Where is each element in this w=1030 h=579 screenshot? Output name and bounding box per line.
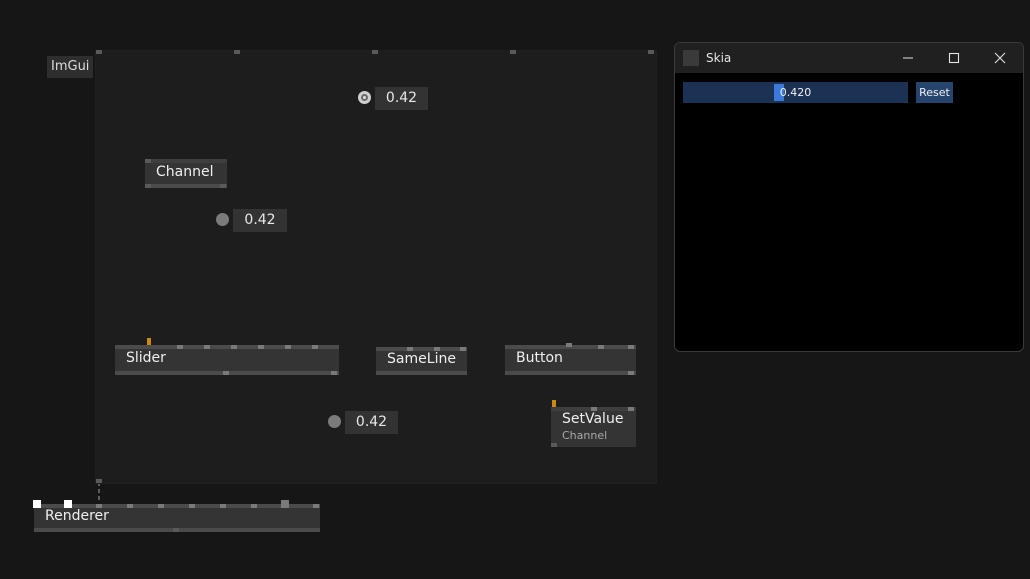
node-pin[interactable] xyxy=(204,345,210,349)
node-pin[interactable] xyxy=(145,159,151,163)
node-pin[interactable] xyxy=(220,504,226,508)
node-pin[interactable] xyxy=(258,345,264,349)
reset-button[interactable]: Reset xyxy=(916,82,953,103)
node-pin-selected[interactable] xyxy=(64,500,72,508)
node-pin[interactable] xyxy=(460,347,466,351)
value-slider[interactable]: 0.420 xyxy=(683,82,908,103)
node-pin[interactable] xyxy=(96,504,102,508)
node-pin[interactable] xyxy=(331,371,337,375)
iobox-channel-value[interactable]: 0.42 xyxy=(233,209,287,232)
node-pin[interactable] xyxy=(177,345,183,349)
node-pin[interactable] xyxy=(281,500,289,508)
node-pin[interactable] xyxy=(189,504,195,508)
node-pin[interactable] xyxy=(591,407,597,411)
node-pin-selected[interactable] xyxy=(33,500,41,508)
node-pin[interactable] xyxy=(551,443,557,447)
node-pin[interactable] xyxy=(220,184,226,188)
node-pin[interactable] xyxy=(628,345,634,349)
minimize-icon xyxy=(903,57,913,59)
node-sameline-title: SameLine xyxy=(387,351,456,367)
node-channel-title: Channel xyxy=(156,164,214,180)
node-setvalue-title: SetValue xyxy=(562,411,624,427)
node-sameline[interactable]: SameLine xyxy=(376,347,467,375)
region-label: ImGui xyxy=(47,56,94,78)
region-pin[interactable] xyxy=(372,50,378,54)
node-pin[interactable] xyxy=(145,184,151,188)
region-pin[interactable] xyxy=(234,50,240,54)
node-pin[interactable] xyxy=(628,407,634,411)
node-button[interactable]: Button xyxy=(505,345,636,375)
node-pin[interactable] xyxy=(251,504,257,508)
node-pin[interactable] xyxy=(312,345,318,349)
app-icon xyxy=(683,50,699,66)
maximize-button[interactable] xyxy=(931,43,977,73)
minimize-button[interactable] xyxy=(885,43,931,73)
node-pin[interactable] xyxy=(231,345,237,349)
close-icon xyxy=(994,52,1006,64)
iobox-handle-icon[interactable] xyxy=(358,91,371,104)
iobox-handle-icon[interactable] xyxy=(328,415,341,428)
node-pin[interactable] xyxy=(598,345,604,349)
node-slider-title: Slider xyxy=(126,350,166,366)
close-button[interactable] xyxy=(977,43,1023,73)
iobox-slider-value[interactable]: 0.42 xyxy=(345,411,398,434)
iobox-handle-icon[interactable] xyxy=(216,213,229,226)
node-setvalue[interactable]: SetValue Channel xyxy=(551,407,636,447)
node-pin[interactable] xyxy=(158,504,164,508)
node-pin[interactable] xyxy=(127,504,133,508)
iobox-top-value[interactable]: 0.42 xyxy=(375,87,428,110)
node-pin[interactable] xyxy=(173,528,179,532)
node-pin[interactable] xyxy=(313,504,319,508)
node-pin[interactable] xyxy=(223,371,229,375)
maximize-icon xyxy=(948,52,960,64)
node-pin-active[interactable] xyxy=(552,400,556,407)
slider-grab[interactable] xyxy=(773,84,784,101)
slider-value-text: 0.420 xyxy=(779,86,812,99)
region-pin[interactable] xyxy=(96,50,102,54)
node-pin-active[interactable] xyxy=(147,338,151,345)
node-renderer-title: Renderer xyxy=(45,508,109,524)
skia-titlebar[interactable]: Skia xyxy=(675,43,1023,73)
node-pin[interactable] xyxy=(628,371,634,375)
node-pin[interactable] xyxy=(407,347,413,351)
skia-window[interactable]: Skia 0.420 Reset xyxy=(674,42,1024,352)
region-pin[interactable] xyxy=(648,50,654,54)
region-pin[interactable] xyxy=(96,479,102,483)
node-setvalue-subtitle: Channel xyxy=(562,429,608,442)
node-pin[interactable] xyxy=(566,343,572,347)
node-button-title: Button xyxy=(516,350,563,366)
region-pin[interactable] xyxy=(510,50,516,54)
node-pin[interactable] xyxy=(285,345,291,349)
node-pin[interactable] xyxy=(434,347,440,351)
skia-window-title: Skia xyxy=(706,51,732,65)
node-channel[interactable]: Channel xyxy=(145,159,227,188)
